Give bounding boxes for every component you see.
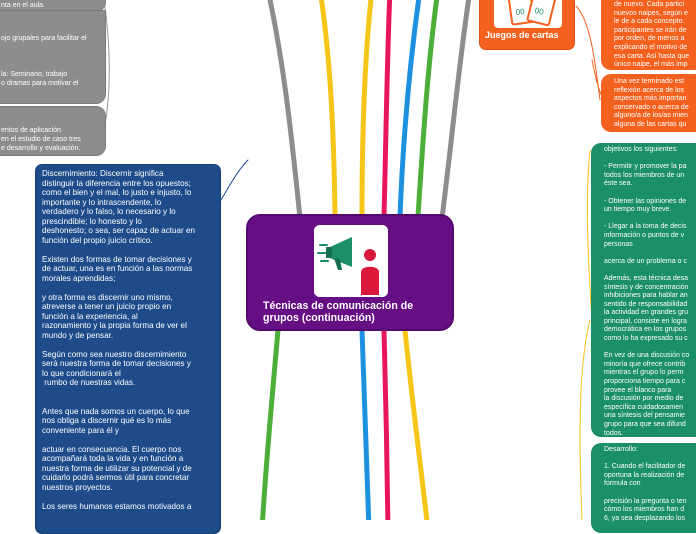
juegos-de-cartas-topic[interactable]: 00 00 Juegos de cartas xyxy=(479,0,575,50)
discernimiento-note[interactable]: Discernimiento: Discernir significa dist… xyxy=(35,164,221,534)
orange-note-1[interactable]: de nuevo. Cada partici nuevos naipes, se… xyxy=(601,0,696,70)
central-topic[interactable]: Técnicas de comunicación de grupos (cont… xyxy=(246,214,454,331)
branch-yellow-top-2 xyxy=(359,0,374,219)
connector-yellow-right xyxy=(579,319,591,520)
megaphone-person-icon xyxy=(314,225,388,297)
branch-yellow-top xyxy=(318,0,338,219)
central-topic-title: Técnicas de comunicación de grupos (cont… xyxy=(263,300,414,324)
gray-note-2[interactable]: ojo grupales para facilitar el la: Semin… xyxy=(0,10,106,104)
branch-pink-bottom xyxy=(381,327,391,520)
gray-note-3-text: entos de aplicación en el estudio de cas… xyxy=(1,127,81,152)
branch-green-top xyxy=(415,0,440,219)
discernimiento-note-text: Discernimiento: Discernir significa dist… xyxy=(42,169,195,511)
green-note-objetivos-text: objetivos los siguientes: - Permitir y p… xyxy=(604,146,690,437)
green-note-objetivos[interactable]: objetivos los siguientes: - Permitir y p… xyxy=(591,143,696,437)
connector-blue-note xyxy=(220,159,249,201)
playing-cards-icon: 00 00 xyxy=(494,0,562,28)
branch-blue-bottom xyxy=(359,327,372,520)
orange-note-1-text: de nuevo. Cada partici nuevos naipes, se… xyxy=(614,1,690,69)
card-right-text: 00 xyxy=(534,6,545,17)
green-note-desarrollo[interactable]: Desarrollo: 1. Cuando el facilitador de … xyxy=(591,443,696,533)
connector-yellow-right-2 xyxy=(586,149,593,321)
branch-pink-top xyxy=(381,0,393,219)
gray-note-1-text: nta en el aula. xyxy=(1,2,45,9)
gray-note-3[interactable]: entos de aplicación en el estudio de cas… xyxy=(0,106,106,156)
branch-gray-right xyxy=(439,0,472,221)
green-note-desarrollo-text: Desarrollo: 1. Cuando el facilitador de … xyxy=(604,446,687,522)
orange-note-2-text: Una vez terminado est reflexión acerca d… xyxy=(614,78,689,128)
juegos-de-cartas-label: Juegos de cartas xyxy=(485,30,559,40)
orange-note-2[interactable]: Una vez terminado est reflexión acerca d… xyxy=(601,74,696,132)
branch-blue-top xyxy=(397,0,422,219)
connector-orange-notes xyxy=(575,5,601,101)
card-left-text: 00 xyxy=(515,7,526,17)
branch-gray-left xyxy=(267,0,303,221)
gray-note-2-text: ojo grupales para facilitar el la: Semin… xyxy=(1,35,87,87)
branch-yellow-bottom xyxy=(402,327,430,520)
branch-green-bottom xyxy=(260,327,281,520)
